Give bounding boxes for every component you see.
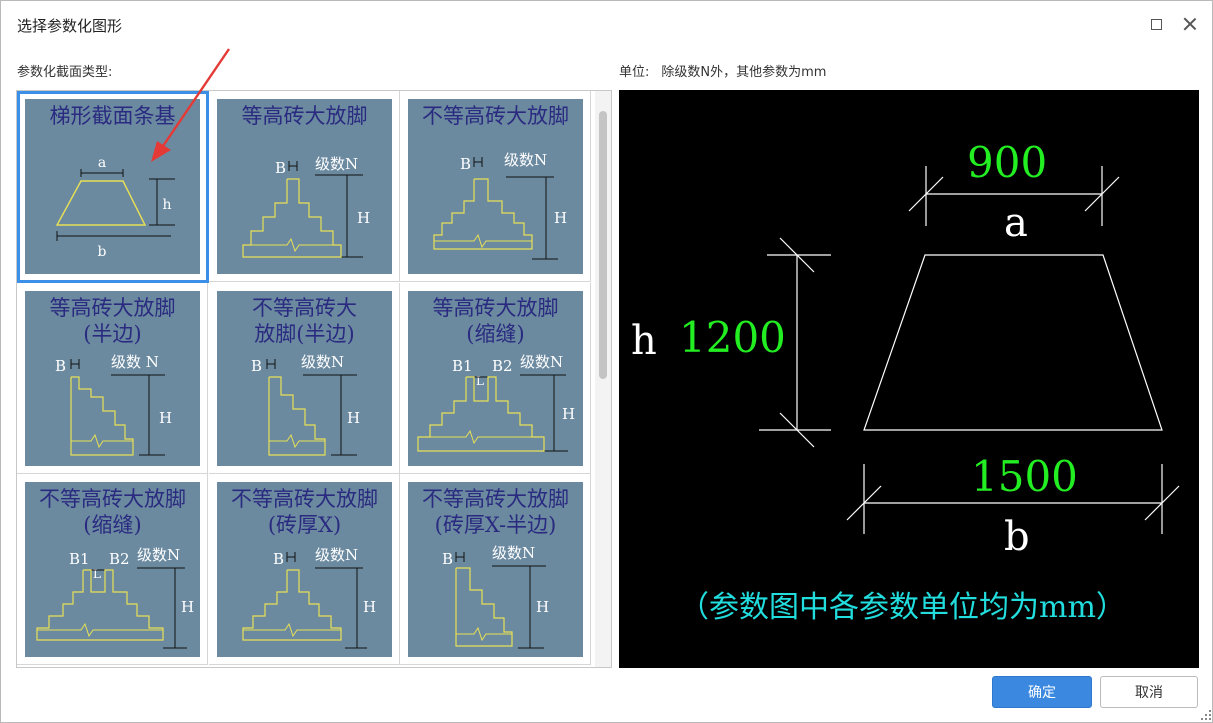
svg-text:H: H: [159, 409, 172, 427]
shape-thumbnail: 等高砖大放脚 (半边) B 级数 N H: [25, 291, 200, 466]
unit-text: 除级数N外，其他参数为mm: [661, 65, 827, 80]
a-label: a: [1004, 200, 1028, 246]
shape-title: 不等高砖大 放脚(半边): [252, 296, 357, 346]
svg-text:H: H: [554, 209, 567, 227]
maximize-button[interactable]: [1145, 13, 1167, 35]
scrollbar-thumb[interactable]: [599, 111, 607, 379]
shape-thumbnail: 等高砖大放脚 (缩缝) B1 B2 L 级数N H: [408, 291, 583, 466]
shape-thumbnail: 梯形截面条基 a h: [25, 99, 200, 274]
shape-thumbnail: 不等高砖大放脚 B 级数N H: [408, 99, 583, 274]
b-label: b: [1004, 514, 1030, 560]
gallery-scrollbar[interactable]: [595, 91, 611, 667]
shape-item-unequal-half[interactable]: 不等高砖大 放脚(半边) B 级数N H: [209, 283, 400, 474]
resize-grip-icon[interactable]: [1200, 709, 1212, 721]
shape-title: 等高砖大放脚 (缩缝): [432, 296, 559, 346]
shape-item-unequal-thickness[interactable]: 不等高砖大放脚 (砖厚X) B 级数N H: [209, 474, 400, 665]
shape-preview: 900 a h 1200 1500 b （参数图中各参数单位均为mm）: [619, 90, 1199, 668]
shape-thumbnail: 不等高砖大放脚 (砖厚X-半边) B 级数N H: [408, 482, 583, 657]
label-h: h: [162, 197, 171, 213]
svg-text:L: L: [93, 567, 101, 581]
shape-item-unequal-joint[interactable]: 不等高砖大放脚 (缩缝) B1 B2 L 级数N H: [17, 474, 208, 665]
shape-title: 等高砖大放脚: [241, 104, 368, 128]
svg-text:H: H: [562, 405, 575, 423]
close-icon: [1183, 17, 1197, 31]
svg-text:H: H: [536, 598, 549, 616]
step-footing-diagram: B 级数N H: [242, 155, 370, 258]
svg-text:B: B: [55, 357, 66, 375]
svg-text:B: B: [460, 155, 471, 173]
unit-label: 单位:: [619, 65, 650, 80]
preview-diagram: [759, 166, 1180, 534]
joint-footing-diagram: B1 B2 L 级数N H: [36, 546, 194, 649]
section-type-label: 参数化截面类型:: [17, 65, 113, 80]
dialog-title: 选择参数化图形: [17, 17, 123, 35]
a-value: 900: [967, 138, 1048, 187]
svg-text:级数N: 级数N: [315, 155, 358, 173]
label-a: a: [98, 155, 106, 171]
shape-title: 不等高砖大放脚 (砖厚X-半边): [422, 487, 569, 537]
svg-text:级数N: 级数N: [137, 546, 180, 564]
maximize-icon: [1150, 18, 1162, 30]
unit-info: 单位: 除级数N外，其他参数为mm: [619, 61, 826, 80]
step-footing-diagram: B 级数N H: [242, 546, 376, 649]
b-value: 1500: [971, 452, 1078, 501]
ok-button[interactable]: 确定: [992, 676, 1092, 708]
shape-item-equal-footing[interactable]: 等高砖大放脚 B 级数N H: [209, 91, 400, 282]
h-label: h: [631, 318, 657, 364]
svg-text:L: L: [476, 374, 484, 388]
joint-footing-diagram: B1 B2 L 级数N H: [417, 353, 575, 452]
svg-text:H: H: [181, 598, 194, 616]
label-b: b: [98, 244, 107, 260]
svg-text:B: B: [273, 550, 284, 568]
shape-title: 不等高砖大放脚 (缩缝): [39, 487, 186, 537]
svg-text:B1: B1: [452, 357, 473, 375]
shape-title: 不等高砖大放脚 (砖厚X): [231, 487, 378, 537]
svg-text:B2: B2: [492, 357, 513, 375]
svg-text:H: H: [357, 209, 370, 227]
svg-text:H: H: [347, 409, 360, 427]
cancel-button[interactable]: 取消: [1100, 676, 1198, 708]
trapezoid-diagram: a h b: [55, 155, 175, 260]
shape-title: 不等高砖大放脚: [422, 104, 569, 128]
unit-note: （参数图中各参数单位均为mm）: [679, 590, 1126, 625]
shape-item-unequal-thickness-half[interactable]: 不等高砖大放脚 (砖厚X-半边) B 级数N H: [400, 474, 591, 665]
shape-thumbnail: 不等高砖大 放脚(半边) B 级数N H: [217, 291, 392, 466]
shape-thumbnail: 等高砖大放脚 B 级数N H: [217, 99, 392, 274]
svg-text:H: H: [363, 598, 376, 616]
svg-text:级数N: 级数N: [520, 353, 563, 371]
step-footing-diagram: B 级数N H: [442, 544, 549, 649]
shape-item-equal-joint[interactable]: 等高砖大放脚 (缩缝) B1 B2 L 级数N H: [400, 283, 591, 474]
title-bar: 选择参数化图形: [1, 1, 1212, 47]
step-footing-diagram: B 级数N H: [251, 353, 360, 456]
shape-item-trapezoid[interactable]: 梯形截面条基 a h: [17, 91, 209, 283]
svg-text:级数 N: 级数 N: [111, 353, 159, 371]
svg-text:级数N: 级数N: [504, 151, 547, 169]
svg-text:B1: B1: [69, 550, 90, 568]
step-footing-diagram: B 级数N H: [433, 151, 567, 260]
h-value: 1200: [679, 313, 786, 362]
svg-text:B2: B2: [109, 550, 130, 568]
shape-thumbnail: 不等高砖大放脚 (缩缝) B1 B2 L 级数N H: [25, 482, 200, 657]
svg-text:B: B: [442, 550, 453, 568]
close-button[interactable]: [1179, 13, 1201, 35]
shape-item-equal-half[interactable]: 等高砖大放脚 (半边) B 级数 N H: [17, 283, 208, 474]
shape-gallery: 梯形截面条基 a h: [16, 90, 612, 668]
shape-item-unequal-footing[interactable]: 不等高砖大放脚 B 级数N H: [400, 91, 591, 282]
shape-thumbnail: 不等高砖大放脚 (砖厚X) B 级数N H: [217, 482, 392, 657]
svg-text:B: B: [251, 357, 262, 375]
shape-title: 等高砖大放脚 (半边): [49, 296, 176, 346]
svg-text:级数N: 级数N: [492, 544, 535, 562]
svg-text:级数N: 级数N: [315, 546, 358, 564]
svg-text:级数N: 级数N: [301, 353, 344, 371]
svg-text:B: B: [275, 159, 286, 177]
shape-title: 梯形截面条基: [49, 104, 176, 128]
step-footing-diagram: B 级数 N H: [55, 353, 172, 456]
